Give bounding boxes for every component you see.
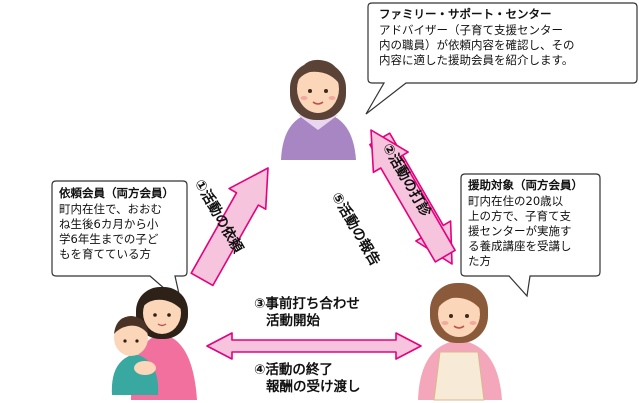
center-body-line: アドバイザー（子育て支援センター [379,23,563,37]
center-title: ファミリー・サポート・センター [379,7,552,21]
label-pre-meeting-line2: 活動開始 [266,313,320,329]
helper-body-line: る養成講座を受講し [468,239,572,253]
helper-body-line: た方 [468,254,491,268]
helper-description: 援助対象（両方会員） 町内在住の20歳以 上の方で、子育て支 援センターが実施す… [468,178,583,269]
helper-body-line: 上の方で、子育て支 [468,209,572,223]
helper-body-line: 援センターが実施す [468,224,572,238]
label-pre-meeting-line1: ③事前打ち合わせ [254,296,360,312]
requester-description: 依頼会員（両方会員） 町内在住で、おおむ ね生後6カ月から小 学6年生までの子ど… [59,186,174,262]
center-body-line: 内容に適した援助会員を紹介します。 [379,53,574,67]
helper-body-line: 町内在住の20歳以 [468,194,564,208]
arrow-report [370,129,456,263]
requester-body-line: もを育てている方 [59,247,151,261]
mother-with-child-icon [111,287,197,400]
helper-woman-apron-icon [418,283,502,401]
center-body-line: 内の職員）が依頼内容を確認し、その [379,38,575,52]
label-completion: ④活動の終了 報酬の受け渡し [254,362,361,396]
requester-body-line: 町内在住で、おおむ [59,202,163,216]
label-completion-line2: 報酬の受け渡し [266,379,361,395]
requester-body-line: 学6年生までの子ど [59,232,159,246]
center-bubble [365,2,638,115]
arrow-request [190,167,269,287]
requester-body-line: ね生後6カ月から小 [59,217,159,231]
helper-bubble [460,173,601,298]
label-completion-line1: ④活動の終了 [254,362,333,378]
arrow-mutual [206,332,422,360]
requester-bubble [51,180,188,305]
center-description: ファミリー・サポート・センター アドバイザー（子育て支援センター 内の職員）が依… [379,7,575,68]
label-pre-meeting: ③事前打ち合わせ 活動開始 [254,296,360,330]
helper-title: 援助対象（両方会員） [468,178,583,192]
advisor-woman-icon [281,59,356,160]
requester-title: 依頼会員（両方会員） [59,186,174,200]
